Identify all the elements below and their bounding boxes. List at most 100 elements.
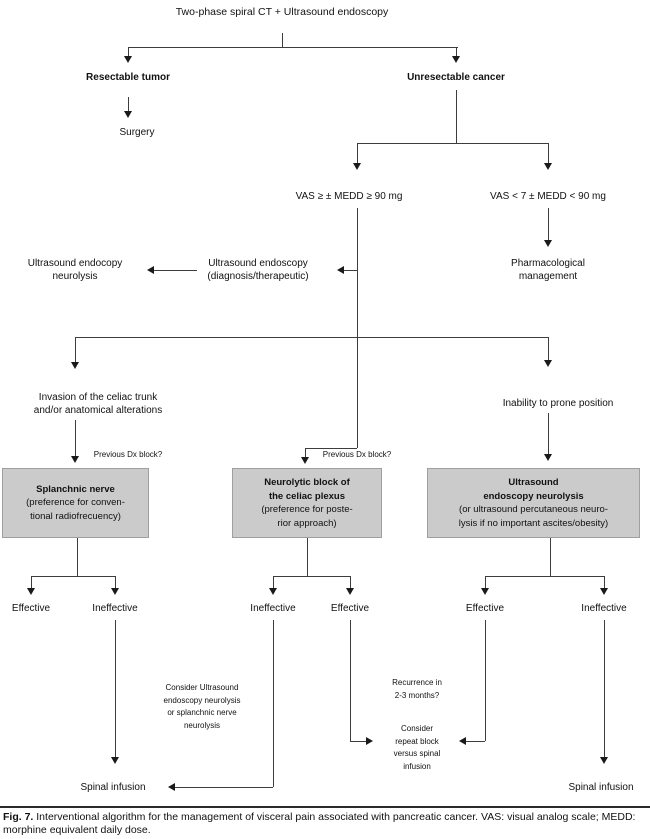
arrowhead-spinal-left-down (111, 757, 119, 764)
note-recurrence-line1: Recurrence in (392, 678, 442, 687)
box-neurolytic-line1: Neurolytic block of (264, 477, 350, 488)
note-consider-repeat-line2: repeat block (395, 736, 439, 746)
node-inability-prone-position: Inability to prone position (502, 398, 614, 409)
node-root: Two-phase spiral CT + Ultrasound endosco… (175, 6, 389, 18)
edge-neurolytic-effective (350, 576, 351, 589)
note-consider-us-line1: Consider Ultrasound (165, 683, 239, 692)
figure-caption-text: Interventional algorithm for the managem… (3, 811, 636, 836)
arrowhead-splanchnic-effective (27, 588, 35, 595)
edge-neurolytic-ineffective (273, 576, 274, 589)
node-vas-high: VAS ≥ ± MEDD ≥ 90 mg (295, 191, 403, 202)
edge-to-pharmacological (548, 208, 549, 240)
arrowhead-spinal-left-side (168, 783, 175, 791)
edge-usbox-effective (485, 576, 486, 589)
edge-to-unresectable (456, 47, 457, 57)
arrowhead-vas-high (353, 163, 361, 170)
note-consider-us-line4: neurolysis (183, 720, 220, 730)
edge-to-neurolytic (305, 448, 306, 458)
edge-wide-split-bar (75, 337, 548, 338)
box-ultrasound-endoscopy-neurolysis: Ultrasound endoscopy neurolysis (or ultr… (427, 468, 640, 538)
node-spinal-infusion-right: Spinal infusion (568, 782, 634, 793)
arrowhead-usbox-ineffective (600, 588, 608, 595)
node-us-endoscopy-neurolysis-line1: Ultrasound endocopy (27, 258, 123, 269)
node-us-endoscopy-diagnostic-line2: (diagnosis/therapeutic) (207, 271, 309, 282)
note-consider-repeat-line1: Consider (400, 724, 433, 733)
edge-splanchnic-split-bar (31, 576, 115, 577)
edge-unresectable-stem (456, 90, 457, 143)
note-recurrence: Recurrence in 2-3 months? (392, 677, 442, 702)
box-usendo-line3: (or ultrasound percutaneous neuro- (459, 504, 608, 515)
edge-ineffective1-down (115, 620, 116, 758)
note-consider-repeat-line3: versus spinal (393, 749, 441, 758)
note-consider-us-line3: or splanchnic nerve (167, 708, 237, 717)
node-pharmacological-line1: Pharmacological (511, 258, 585, 269)
edge-effective2-down (350, 620, 351, 741)
edge-splanchnic-stem (77, 538, 78, 576)
node-unresectable-cancer: Unresectable cancer (407, 72, 505, 83)
node-invasion-line2: and/or anatomical alterations (33, 405, 163, 416)
edge-effective2-right (350, 741, 366, 742)
label-previous-dx-block-middle: Previous Dx block? (322, 450, 392, 459)
edge-to-vas-high (357, 143, 358, 164)
label-effective-1: Effective (11, 603, 51, 614)
edge-effective3-left (466, 741, 485, 742)
edge-to-surgery (128, 97, 129, 112)
node-invasion-line1: Invasion of the celiac trunk (38, 392, 158, 403)
box-usendo-line1: Ultrasound (508, 477, 559, 488)
arrowhead-usbox (544, 454, 552, 461)
edge-root-split-bar (128, 47, 458, 48)
edge-effective3-down (485, 620, 486, 741)
node-surgery: Surgery (119, 127, 155, 138)
node-us-endoscopy-neurolysis-line2: neurolysis (52, 271, 98, 282)
arrowhead-consider-repeat-left (366, 737, 373, 745)
node-invasion-celiac-trunk: Invasion of the celiac trunk and/or anat… (34, 391, 162, 417)
arrowhead-pharmacological (544, 240, 552, 247)
arrowhead-vas-low (544, 163, 552, 170)
note-consider-repeat-line4: infusion (403, 761, 431, 771)
arrowhead-neurolytic (301, 457, 309, 464)
arrowhead-neurolytic-ineffective (269, 588, 277, 595)
edge-splanchnic-effective (31, 576, 32, 589)
box-splanchnic-line2: (preference for conven- (26, 497, 125, 509)
box-neurolytic-line2: the celiac plexus (268, 490, 346, 502)
box-splanchnic-line1: Splanchnic nerve (36, 483, 115, 495)
edge-to-inability (548, 337, 549, 361)
arrowhead-inability (544, 360, 552, 367)
note-consider-repeat-block: Consider repeat block versus spinal infu… (394, 723, 441, 773)
edge-ineffective3-down (604, 620, 605, 758)
edge-ineffective2-down (273, 620, 274, 787)
arrowhead-splanchnic (71, 456, 79, 463)
edge-usbox-ineffective (604, 576, 605, 589)
label-ineffective-2: Ineffective (250, 603, 296, 614)
box-splanchnic-line3: tional radiofrecuency) (30, 510, 121, 522)
label-ineffective-1: Ineffective (92, 603, 138, 614)
arrowhead-surgery (124, 111, 132, 118)
edge-to-vas-low (548, 143, 549, 164)
edge-inability-to-usbox (548, 413, 549, 455)
edge-usbox-split-bar (485, 576, 604, 577)
caption-divider (0, 806, 650, 808)
node-us-endoscopy-neurolysis: Ultrasound endocopy neurolysis (28, 257, 123, 283)
note-consider-us-line2: endoscopy neurolysis (163, 695, 241, 705)
label-ineffective-3: Ineffective (581, 603, 627, 614)
arrowhead-spinal-right-down (600, 757, 608, 764)
node-spinal-infusion-left: Spinal infusion (80, 782, 146, 793)
arrowhead-us-neurolysis (147, 266, 154, 274)
node-pharmacological-line2: management (518, 271, 578, 282)
node-resectable-tumor: Resectable tumor (86, 72, 170, 83)
edge-usbox-stem (550, 538, 551, 576)
label-effective-2: Effective (330, 603, 370, 614)
arrowhead-neurolytic-effective (346, 588, 354, 595)
edge-central-trunk (357, 208, 358, 448)
edge-neurolytic-stem (307, 538, 308, 576)
edge-to-us-diagnostic (344, 270, 357, 271)
arrowhead-us-diagnostic (337, 266, 344, 274)
box-usendo-line2: endoscopy neurolysis (483, 490, 584, 502)
arrowhead-consider-repeat-right (459, 737, 466, 745)
label-previous-dx-block-left: Previous Dx block? (93, 450, 163, 459)
edge-vas-split-bar (357, 143, 548, 144)
edge-root-stem (282, 33, 283, 47)
box-splanchnic-nerve: Splanchnic nerve (preference for conven-… (2, 468, 149, 538)
box-neurolytic-line4: rior approach) (277, 517, 337, 529)
